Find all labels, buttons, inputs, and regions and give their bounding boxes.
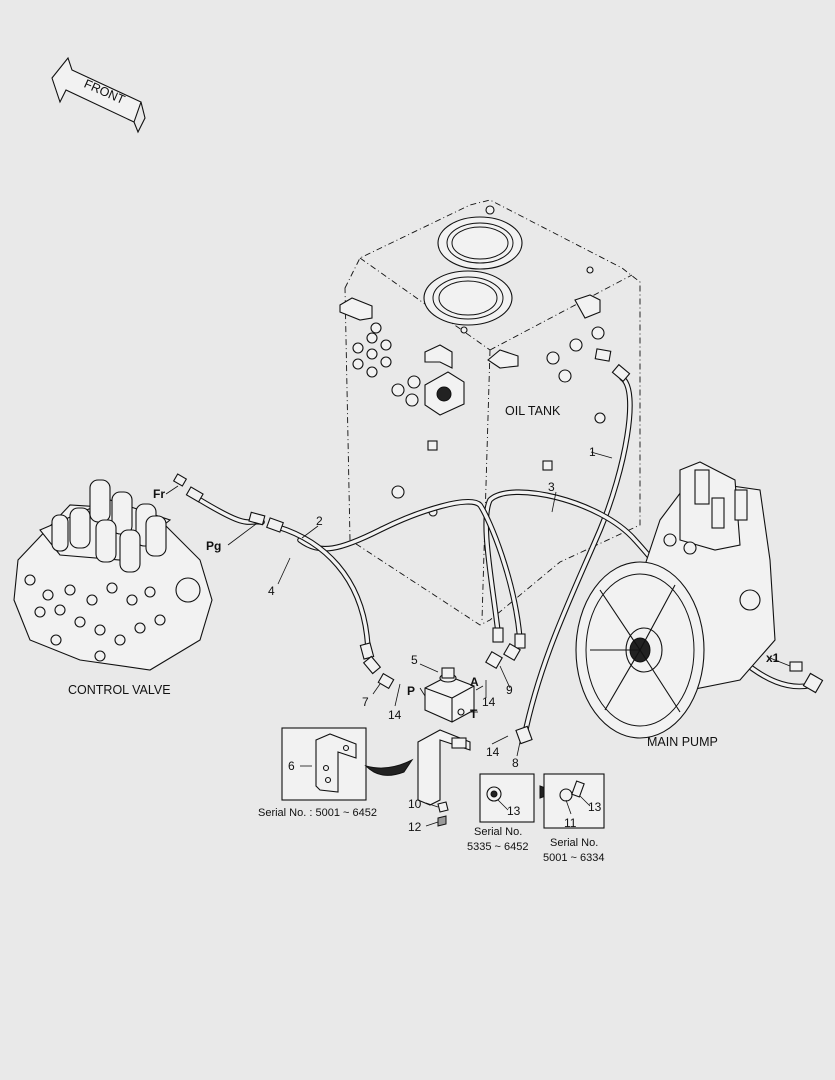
- oil-tank: OIL TANK: [339, 199, 641, 626]
- callout-2: 2: [316, 514, 323, 528]
- serial-b-line2: 5001 ~ 6334: [543, 852, 604, 864]
- main-pump-label: MAIN PUMP: [647, 735, 718, 749]
- callout-14c: 14: [486, 745, 500, 759]
- callout-9: 9: [506, 683, 513, 697]
- port-a: A: [470, 675, 479, 689]
- callout-13a: 13: [507, 804, 521, 818]
- callout-8: 8: [512, 756, 519, 770]
- port-fr: Fr: [153, 487, 165, 501]
- callout-13b: 13: [588, 800, 602, 814]
- callout-11: 11: [564, 816, 577, 830]
- serial-a-line2: 5335 ~ 6452: [467, 841, 528, 853]
- callout-1: 1: [589, 445, 596, 459]
- control-valve-label: CONTROL VALVE: [68, 683, 171, 697]
- port-p: P: [407, 684, 415, 698]
- callout-5: 5: [411, 653, 418, 667]
- callout-10: 10: [408, 797, 422, 811]
- callout-7: 7: [362, 695, 369, 709]
- control-valve: CONTROL VALVE: [13, 479, 213, 697]
- port-t: T: [470, 707, 478, 721]
- callout-6: 6: [288, 759, 295, 773]
- callout-3: 3: [548, 480, 555, 494]
- inset-b: [543, 773, 605, 829]
- front-arrow: FRONT: [51, 56, 146, 134]
- callout-14a: 14: [388, 708, 402, 722]
- port-pg: Pg: [206, 539, 221, 553]
- serial-b-line1: Serial No.: [550, 837, 598, 849]
- tank-fittings: [352, 322, 606, 517]
- serial-a-line1: Serial No.: [474, 826, 522, 838]
- valve-block: [417, 667, 475, 827]
- callout-4: 4: [268, 584, 275, 598]
- serial-bracket: Serial No. : 5001 ~ 6452: [258, 807, 377, 819]
- inset-a: [479, 773, 558, 823]
- callout-14b: 14: [482, 695, 496, 709]
- leader-lines: [165, 451, 791, 827]
- oil-tank-label: OIL TANK: [505, 404, 561, 418]
- port-x1: x1: [766, 651, 780, 665]
- bracket-inset: [281, 727, 414, 801]
- callout-12: 12: [408, 820, 422, 834]
- main-pump: MAIN PUMP: [575, 461, 776, 749]
- hose-fittings: [172, 348, 824, 745]
